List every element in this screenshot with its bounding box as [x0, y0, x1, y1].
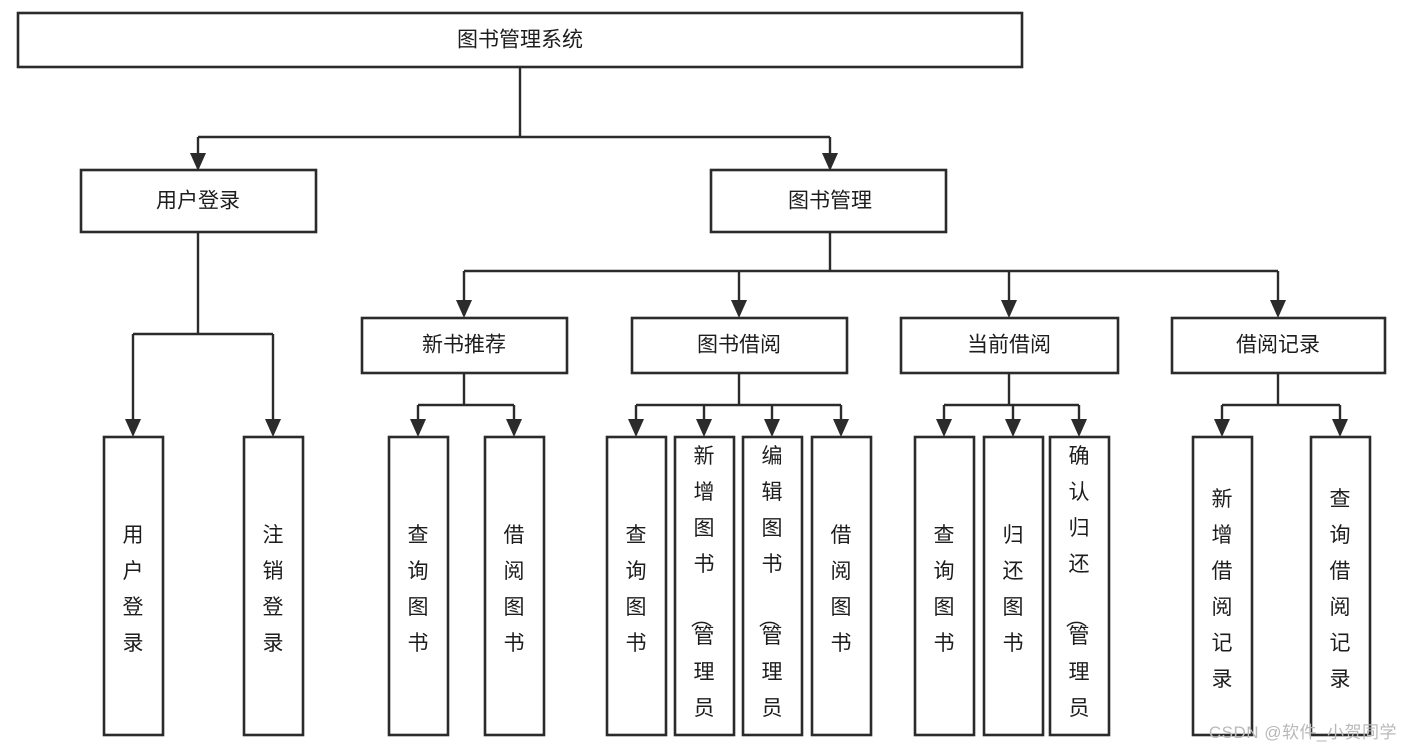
- node-book-management-box[interactable]: [709, 168, 948, 234]
- node-leaf-query-book-2-box[interactable]: [605, 435, 668, 737]
- node-borrow-record-label: 借阅记录: [1236, 334, 1320, 357]
- node-book-borrow-label: 图书借阅: [697, 334, 781, 357]
- arrowhead-leaf-query-book-2: [628, 419, 644, 437]
- node-root-label: 图书管理系统: [457, 29, 583, 52]
- arrowhead-leaf-add-book-admin: [696, 419, 712, 437]
- node-leaf-query-borrow-record-box[interactable]: [1309, 435, 1372, 737]
- arrowhead-current-borrow: [1001, 300, 1017, 318]
- arrowhead-leaf-logout-login: [265, 419, 281, 437]
- node-root[interactable]: 图书管理系统: [16, 11, 1024, 69]
- node-leaf-confirm-return-admin[interactable]: 确认归还（管理员）: [1048, 435, 1111, 747]
- node-leaf-query-book-1-label: 查询图书: [408, 524, 429, 655]
- node-leaf-logout-login-box[interactable]: [242, 435, 305, 737]
- node-root-box[interactable]: [16, 11, 1024, 69]
- node-user-login-label: 用户登录: [156, 190, 240, 213]
- node-current-borrow-label: 当前借阅: [967, 334, 1051, 357]
- node-current-borrow[interactable]: 当前借阅: [899, 316, 1120, 375]
- node-leaf-query-borrow-record-label: 查询借阅记录: [1330, 488, 1351, 691]
- node-leaf-query-book-2-label: 查询图书: [626, 524, 647, 655]
- node-leaf-query-borrow-record[interactable]: 查询借阅记录: [1309, 435, 1372, 737]
- node-leaf-return-book-label: 归还图书: [1003, 524, 1024, 655]
- arrowhead-leaf-user-login: [125, 419, 141, 437]
- arrowhead-leaf-query-borrow-record: [1332, 419, 1348, 437]
- node-leaf-query-book-1[interactable]: 查询图书: [387, 435, 450, 737]
- node-leaf-edit-book-admin-box[interactable]: [741, 435, 804, 737]
- csdn-watermark: CSDN @软件_小贺同学: [1208, 723, 1397, 742]
- arrowhead-leaf-add-borrow-record: [1214, 419, 1230, 437]
- edge-layer: [125, 67, 1348, 437]
- node-new-book-recommend-box[interactable]: [360, 316, 569, 375]
- node-book-borrow-box[interactable]: [630, 316, 849, 375]
- node-leaf-add-book-admin-box[interactable]: [673, 435, 736, 737]
- node-leaf-user-login[interactable]: 用户登录: [102, 435, 165, 737]
- arrowhead-leaf-edit-book-admin: [764, 419, 780, 437]
- node-leaf-add-book-admin-label: 新增图书（管理员）: [689, 445, 715, 747]
- node-leaf-edit-book-admin[interactable]: 编辑图书（管理员）: [741, 435, 804, 747]
- node-leaf-borrow-book-1[interactable]: 借阅图书: [483, 435, 546, 737]
- node-leaf-user-login-box[interactable]: [102, 435, 165, 737]
- arrowhead-leaf-borrow-book-2: [833, 419, 849, 437]
- node-user-login[interactable]: 用户登录: [79, 168, 318, 234]
- node-new-book-recommend-label: 新书推荐: [422, 334, 506, 357]
- node-leaf-borrow-book-2-box[interactable]: [810, 435, 873, 737]
- node-borrow-record[interactable]: 借阅记录: [1170, 316, 1387, 375]
- node-leaf-return-book-box[interactable]: [982, 435, 1045, 737]
- arrowhead-book-management: [822, 153, 838, 171]
- node-leaf-edit-book-admin-label: 编辑图书（管理员）: [757, 445, 783, 747]
- node-leaf-add-borrow-record-label: 新增借阅记录: [1212, 488, 1233, 691]
- node-leaf-logout-login[interactable]: 注销登录: [242, 435, 305, 737]
- node-leaf-add-borrow-record[interactable]: 新增借阅记录: [1191, 435, 1254, 737]
- node-leaf-query-book-3[interactable]: 查询图书: [913, 435, 976, 737]
- node-borrow-record-box[interactable]: [1170, 316, 1387, 375]
- arrowhead-borrow-record: [1270, 300, 1286, 318]
- node-current-borrow-box[interactable]: [899, 316, 1120, 375]
- node-leaf-borrow-book-2-label: 借阅图书: [831, 524, 852, 655]
- node-leaf-confirm-return-admin-label: 确认归还（管理员）: [1064, 445, 1090, 747]
- node-book-borrow[interactable]: 图书借阅: [630, 316, 849, 375]
- arrowhead-leaf-query-book-1: [410, 419, 426, 437]
- arrowhead-leaf-return-book: [1005, 419, 1021, 437]
- node-book-management[interactable]: 图书管理: [709, 168, 948, 234]
- node-leaf-query-book-2[interactable]: 查询图书: [605, 435, 668, 737]
- arrowhead-leaf-confirm-return-admin: [1071, 419, 1087, 437]
- arrowhead-user-login: [190, 153, 206, 171]
- node-book-management-label: 图书管理: [788, 190, 872, 213]
- node-leaf-add-book-admin[interactable]: 新增图书（管理员）: [673, 435, 736, 747]
- node-leaf-confirm-return-admin-box[interactable]: [1048, 435, 1111, 737]
- node-new-book-recommend[interactable]: 新书推荐: [360, 316, 569, 375]
- arrowhead-book-borrow: [731, 300, 747, 318]
- node-leaf-add-borrow-record-box[interactable]: [1191, 435, 1254, 737]
- node-leaf-borrow-book-1-label: 借阅图书: [504, 524, 525, 655]
- arrowhead-leaf-query-book-3: [936, 419, 952, 437]
- node-leaf-logout-login-label: 注销登录: [263, 524, 284, 655]
- node-leaf-borrow-book-2[interactable]: 借阅图书: [810, 435, 873, 737]
- arrowhead-leaf-borrow-book-1: [506, 419, 522, 437]
- node-leaf-query-book-1-box[interactable]: [387, 435, 450, 737]
- node-leaf-return-book[interactable]: 归还图书: [982, 435, 1045, 737]
- node-leaf-user-login-label: 用户登录: [123, 524, 144, 655]
- node-leaf-borrow-book-1-box[interactable]: [483, 435, 546, 737]
- node-leaf-query-book-3-label: 查询图书: [934, 524, 955, 655]
- node-leaf-query-book-3-box[interactable]: [913, 435, 976, 737]
- arrowhead-new-book-recommend: [456, 300, 472, 318]
- node-user-login-box[interactable]: [79, 168, 318, 234]
